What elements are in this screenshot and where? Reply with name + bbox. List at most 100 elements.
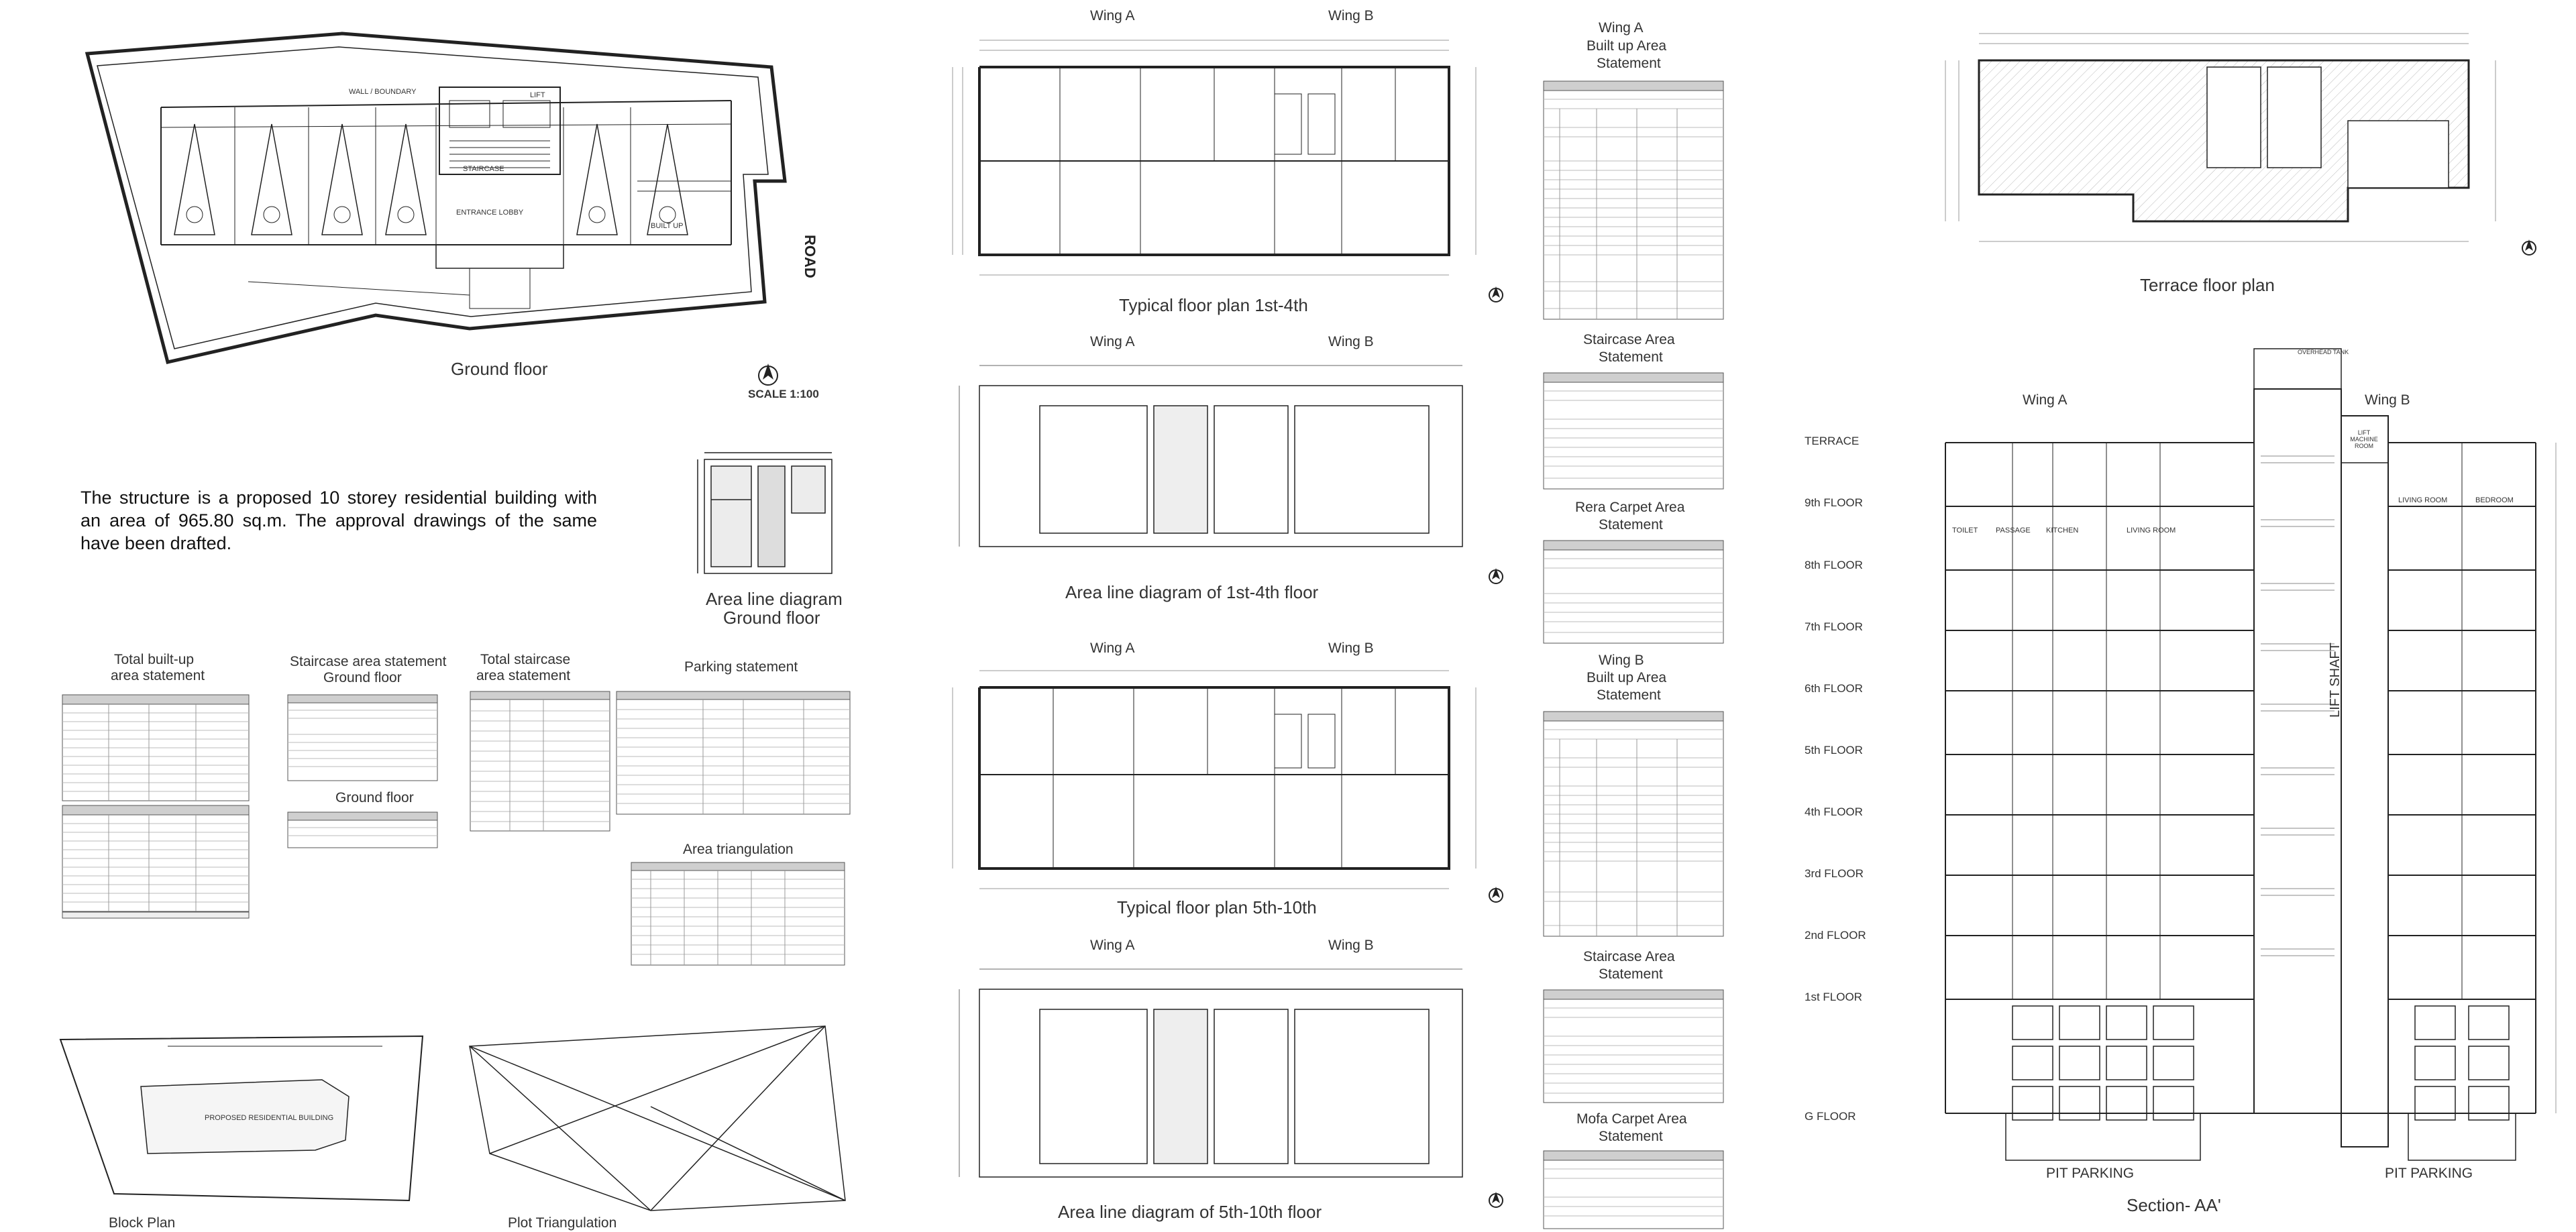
caption-area-line-1-4: Area line diagram of 1st-4th floor xyxy=(1065,582,1319,602)
svg-text:STAIRCASE: STAIRCASE xyxy=(463,165,504,173)
area-line-1-4 xyxy=(959,365,1463,547)
north-arrow-icon-3 xyxy=(1489,568,1503,584)
north-arrow-icon xyxy=(758,363,778,386)
wa-rera-1: Rera Carpet Area xyxy=(1575,500,1685,515)
block-plan: PROPOSED RESIDENTIAL BUILDING xyxy=(59,1035,424,1202)
section-wing-b: Wing B xyxy=(2365,392,2410,408)
caption-area-line-ground-2: Ground floor xyxy=(723,608,820,628)
caption-total-staircase-1: Total staircase xyxy=(480,652,571,667)
wa-rera-2: Statement xyxy=(1599,517,1663,533)
wb-builtup-2: Built up Area xyxy=(1587,670,1667,685)
floor-label-6: 6th FLOOR xyxy=(1805,682,1863,695)
wa-staircase-table xyxy=(1543,372,1724,490)
floor-label-7: 7th FLOOR xyxy=(1805,620,1863,633)
floor-label-1: 1st FLOOR xyxy=(1805,991,1862,1003)
parking-table xyxy=(616,691,851,815)
room-bedroom-b: BEDROOM xyxy=(2475,496,2514,504)
typical-floor-plan-1-4 xyxy=(952,40,1477,276)
total-staircase-table xyxy=(470,691,610,832)
builtup-table-wing-a xyxy=(62,694,250,801)
wing-a-label-2: Wing A xyxy=(1090,334,1135,349)
caption-total-builtup-1: Total built-up xyxy=(114,652,195,667)
room-passage: PASSAGE xyxy=(1996,526,2031,535)
north-arrow-icon-5 xyxy=(1489,1192,1503,1208)
room-toilet: TOILET xyxy=(1952,526,1978,535)
lift-machine-label: LIFT MACHINE ROOM xyxy=(2350,429,2378,449)
wa-builtup-2: Built up Area xyxy=(1587,38,1667,54)
builtup-table-wing-b xyxy=(62,805,250,919)
caption-area-triangulation: Area triangulation xyxy=(683,842,794,857)
pit-parking-b: PIT PARKING xyxy=(2385,1166,2473,1181)
wb-mofa-2: Statement xyxy=(1599,1129,1663,1144)
caption-parking-statement: Parking statement xyxy=(684,659,798,675)
floor-label-9: 9th FLOOR xyxy=(1805,496,1863,509)
caption-ground-floor: Ground floor xyxy=(451,359,548,379)
area-line-5-10 xyxy=(959,968,1463,1178)
caption-typical-5-10: Typical floor plan 5th-10th xyxy=(1117,897,1317,917)
wing-b-label-4: Wing B xyxy=(1328,938,1374,953)
floor-label-4: 4th FLOOR xyxy=(1805,805,1863,818)
caption-typical-1-4: Typical floor plan 1st-4th xyxy=(1119,295,1308,315)
wb-mofa-1: Mofa Carpet Area xyxy=(1576,1111,1687,1127)
section-drawing xyxy=(1945,348,2557,1161)
wb-stair-2: Statement xyxy=(1599,966,1663,982)
scale-label: SCALE 1:100 xyxy=(748,388,819,400)
triangulation-table xyxy=(631,862,845,966)
caption-total-builtup-2: area statement xyxy=(111,668,205,683)
svg-text:WALL / BOUNDARY: WALL / BOUNDARY xyxy=(349,88,417,96)
pit-parking-a: PIT PARKING xyxy=(2046,1166,2135,1181)
north-arrow-icon-4 xyxy=(1489,887,1503,903)
floor-label-g: G FLOOR xyxy=(1805,1110,1856,1123)
project-description: The structure is a proposed 10 storey re… xyxy=(80,488,597,553)
floor-label-2: 2nd FLOOR xyxy=(1805,929,1866,942)
caption-staircase-gf-1: Staircase area statement xyxy=(290,654,447,669)
floor-label-5: 5th FLOOR xyxy=(1805,744,1863,757)
caption-section: Section- AA' xyxy=(2127,1195,2221,1215)
svg-text:PROPOSED RESIDENTIAL BUILDING: PROPOSED RESIDENTIAL BUILDING xyxy=(205,1114,333,1122)
caption-terrace: Terrace floor plan xyxy=(2140,275,2275,295)
wing-a-label-4: Wing A xyxy=(1090,938,1135,953)
north-arrow-icon-6 xyxy=(2522,239,2536,256)
typical-floor-plan-5-10 xyxy=(952,670,1477,889)
wb-mofa-table xyxy=(1543,1150,1724,1229)
lift-shaft-label: LIFT SHAFT xyxy=(2328,642,2343,718)
wa-builtup-table xyxy=(1543,80,1724,320)
wing-b-label-2: Wing B xyxy=(1328,334,1374,349)
terrace-floor-plan xyxy=(1945,33,2496,242)
overhead-tank-label: OVERHEAD TANK xyxy=(2298,349,2349,355)
svg-text:BUILT UP: BUILT UP xyxy=(651,222,684,230)
section-wing-a: Wing A xyxy=(2023,392,2068,408)
wb-builtup-3: Statement xyxy=(1597,687,1661,703)
floor-label-3: 3rd FLOOR xyxy=(1805,867,1864,880)
wa-rera-table xyxy=(1543,540,1724,644)
caption-area-line-ground-1: Area line diagram xyxy=(706,589,843,609)
wa-builtup-3: Statement xyxy=(1597,56,1661,71)
room-kitchen: KITCHEN xyxy=(2046,526,2079,535)
plot-triangulation xyxy=(469,1025,846,1211)
room-living: LIVING ROOM xyxy=(2127,526,2176,535)
wb-builtup-1: Wing B xyxy=(1599,653,1644,668)
caption-area-line-5-10: Area line diagram of 5th-10th floor xyxy=(1058,1202,1322,1222)
wa-stair-2: Statement xyxy=(1599,349,1663,365)
area-line-ground-diagram xyxy=(697,452,833,574)
wb-builtup-table xyxy=(1543,711,1724,937)
floor-label-terrace: TERRACE xyxy=(1805,435,1860,447)
caption-block-plan: Block Plan xyxy=(109,1215,176,1231)
svg-text:LIFT: LIFT xyxy=(530,91,545,99)
north-arrow-icon-2 xyxy=(1489,286,1503,302)
wa-stair-1: Staircase Area xyxy=(1583,332,1675,347)
caption-staircase-gf-2: Ground floor xyxy=(323,670,402,685)
wing-a-label-3: Wing A xyxy=(1090,640,1135,656)
area-statement-table-ground xyxy=(287,811,438,848)
staircase-table-ground xyxy=(287,694,438,781)
wing-b-label-3: Wing B xyxy=(1328,640,1374,656)
ground-floor-plan: WALL / BOUNDARY LIFT STAIRCASE ENTRANCE … xyxy=(85,32,818,364)
wb-staircase-table xyxy=(1543,989,1724,1103)
wing-a-label-1: Wing A xyxy=(1090,8,1135,23)
wb-stair-1: Staircase Area xyxy=(1583,949,1675,964)
svg-text:ROAD: ROAD xyxy=(802,235,818,278)
caption-plot-triangulation: Plot Triangulation xyxy=(508,1215,617,1231)
wing-b-label-1: Wing B xyxy=(1328,8,1374,23)
svg-text:ENTRANCE LOBBY: ENTRANCE LOBBY xyxy=(456,209,524,217)
room-living-b: LIVING ROOM xyxy=(2398,496,2448,504)
